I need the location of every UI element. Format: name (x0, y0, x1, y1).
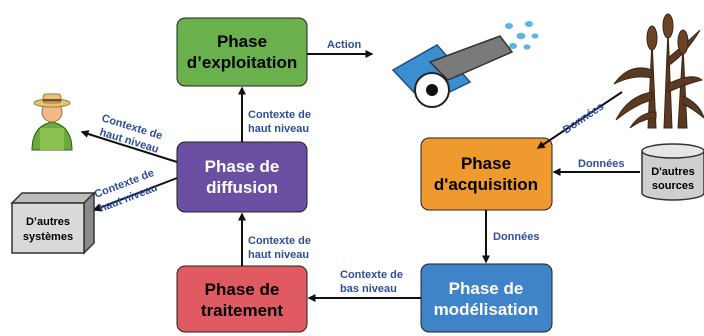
phase-diffusion-line2: diffusion (206, 178, 278, 197)
label-mod-trait-2: bas niveau (340, 283, 397, 295)
farmer-icon (31, 93, 73, 151)
phase-traitement-line2: traitement (201, 301, 284, 320)
label-plant-acq: Données (561, 101, 606, 137)
label-acq-mod: Données (493, 231, 539, 243)
label-trait-diff-1: Contexte de (248, 235, 311, 247)
sprinkler-icon (391, 21, 539, 108)
sources-label-1: D'autres (651, 166, 695, 178)
phase-modelisation-line2: modélisation (434, 300, 539, 319)
phase-exploitation-line2: d’exploitation (187, 53, 298, 72)
arrow-diffusion-to-farmer (80, 130, 178, 163)
phase-traitement-box: Phase de traitement (176, 265, 308, 333)
plant-icon (613, 13, 704, 129)
phase-diffusion-box: Phase de diffusion (176, 141, 308, 213)
label-trait-diff-2: haut niveau (248, 249, 309, 261)
systems-label-2: systèmes (23, 231, 73, 243)
phase-diffusion-line1: Phase de (205, 157, 280, 176)
label-diff-exp-2: haut niveau (248, 123, 309, 135)
phase-acquisition-box: Phase d'acquisition (420, 137, 553, 211)
arrow-diffusion-to-systems (92, 177, 178, 212)
phase-exploitation-box: Phase d’exploitation (176, 17, 308, 87)
sources-label-2: sources (652, 180, 694, 192)
arrow-plant-to-acquisition (536, 91, 623, 149)
phase-acquisition-line2: d'acquisition (434, 175, 538, 194)
label-sources-acq: Données (578, 158, 624, 170)
phase-modelisation-line1: Phase de (449, 279, 524, 298)
phase-acquisition-line1: Phase (461, 154, 511, 173)
server-box-icon: D’autres systèmes (10, 191, 96, 255)
label-diff-exp-1: Contexte de (248, 109, 311, 121)
phase-modelisation-box: Phase de modélisation (420, 263, 553, 333)
phase-traitement-line1: Phase de (205, 280, 280, 299)
label-mod-trait-1: Contexte de (340, 269, 403, 281)
phase-exploitation-line1: Phase (217, 32, 267, 51)
label-action: Action (327, 39, 362, 51)
systems-label-1: D’autres (26, 216, 70, 228)
database-icon: D'autres sources (641, 143, 704, 201)
